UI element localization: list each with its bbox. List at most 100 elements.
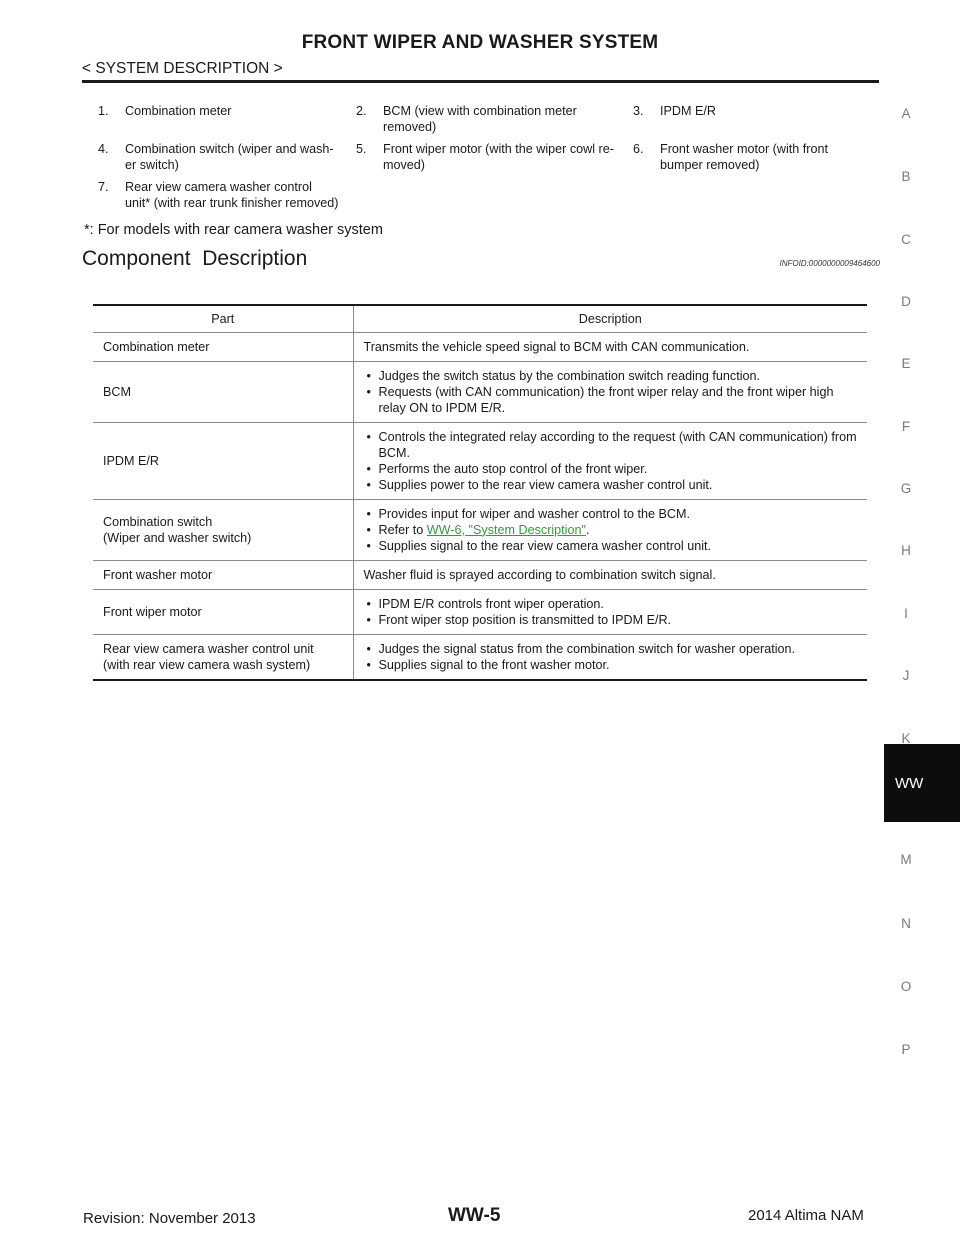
bullet-item: IPDM E/R controls front wiper operation. bbox=[364, 596, 858, 612]
bullet-item: Judges the switch status by the combinat… bbox=[364, 368, 858, 384]
part-name: Combination meter bbox=[103, 339, 210, 354]
bullet-item: Refer to WW-6, "System Description". bbox=[364, 522, 858, 538]
component-table: Part Description Combination meter Trans… bbox=[93, 304, 867, 681]
table-row: Combination switch (Wiper and washer swi… bbox=[93, 499, 867, 561]
index-letter-g[interactable]: G bbox=[900, 481, 912, 496]
legend-item: 5. Front wiper motor (with the wiper cow… bbox=[356, 141, 631, 173]
legend-number: 7. bbox=[98, 180, 109, 194]
bullet-item: Provides input for wiper and washer cont… bbox=[364, 506, 858, 522]
legend-number: 5. bbox=[356, 142, 367, 156]
legend-text: Front wiper motor (with the wiper cowl r… bbox=[383, 142, 614, 172]
description-cell: Washer fluid is sprayed according to com… bbox=[353, 560, 867, 590]
description-cell: Provides input for wiper and washer cont… bbox=[353, 499, 867, 561]
legend-text: IPDM E/R bbox=[660, 104, 716, 118]
part-cell: Front wiper motor bbox=[93, 589, 354, 635]
description-cell: Controls the integrated relay according … bbox=[353, 422, 867, 500]
legend-text: Front washer motor (with front bumper re… bbox=[660, 142, 828, 172]
description-bullets: Controls the integrated relay according … bbox=[364, 429, 858, 493]
legend-item: 4. Combination switch (wiper and wash- e… bbox=[98, 141, 353, 173]
table-row: IPDM E/R Controls the integrated relay a… bbox=[93, 422, 867, 500]
part-cell: Rear view camera washer control unit (wi… bbox=[93, 634, 354, 681]
footer-revision: Revision: November 2013 bbox=[83, 1210, 256, 1227]
link-suffix: . bbox=[585, 522, 590, 537]
description-bullets: Judges the signal status from the combin… bbox=[364, 641, 858, 673]
index-letter-c[interactable]: C bbox=[901, 232, 911, 247]
section-header: < SYSTEM DESCRIPTION > bbox=[82, 60, 283, 77]
legend-number: 3. bbox=[633, 104, 644, 118]
legend-item: 2. BCM (view with combination meter remo… bbox=[356, 103, 631, 135]
table-row: Front washer motor Washer fluid is spray… bbox=[93, 560, 867, 590]
page-title: FRONT WIPER AND WASHER SYSTEM bbox=[301, 32, 659, 53]
description-bullets: Judges the switch status by the combinat… bbox=[364, 368, 858, 416]
legend-number: 6. bbox=[633, 142, 644, 156]
footer-page-number: WW-5 bbox=[448, 1205, 501, 1226]
bullet-item: Front wiper stop position is transmitted… bbox=[364, 612, 858, 628]
legend-text: BCM (view with combination meter removed… bbox=[383, 104, 577, 134]
index-letter-o[interactable]: O bbox=[900, 979, 912, 994]
index-letter-m[interactable]: M bbox=[900, 852, 912, 867]
legend-item: 1. Combination meter bbox=[98, 103, 353, 119]
description-bullets: Provides input for wiper and washer cont… bbox=[364, 506, 858, 554]
part-cell: Combination switch (Wiper and washer swi… bbox=[93, 499, 354, 561]
section-title: Component Description bbox=[82, 247, 308, 270]
table-row: Rear view camera washer control unit (wi… bbox=[93, 634, 867, 681]
legend-number: 4. bbox=[98, 142, 109, 156]
index-letter-h[interactable]: H bbox=[901, 543, 911, 558]
bullet-item: Controls the integrated relay according … bbox=[364, 429, 858, 461]
table-row: Front wiper motor IPDM E/R controls fron… bbox=[93, 589, 867, 635]
bullet-item: Supplies power to the rear view camera w… bbox=[364, 477, 858, 493]
description-cell: IPDM E/R controls front wiper operation.… bbox=[353, 589, 867, 635]
description-bullets: IPDM E/R controls front wiper operation.… bbox=[364, 596, 858, 628]
column-header-description: Description bbox=[353, 304, 867, 333]
part-cell: BCM bbox=[93, 361, 354, 423]
description-cell: Judges the signal status from the combin… bbox=[353, 634, 867, 681]
part-cell: Front washer motor bbox=[93, 560, 354, 590]
system-description-link[interactable]: WW-6, "System Description" bbox=[426, 522, 586, 537]
header-rule bbox=[82, 80, 879, 83]
legend-number: 1. bbox=[98, 104, 109, 118]
index-letter-d[interactable]: D bbox=[901, 294, 911, 309]
part-name: Rear view camera washer control unit (wi… bbox=[103, 641, 314, 672]
table-header-row: Part Description bbox=[93, 304, 867, 333]
footer-model: 2014 Altima NAM bbox=[748, 1207, 864, 1224]
bullet-item: Supplies signal to the front washer moto… bbox=[364, 657, 858, 673]
column-header-part: Part bbox=[93, 304, 354, 333]
description-cell: Transmits the vehicle speed signal to BC… bbox=[353, 332, 867, 362]
index-letter-a[interactable]: A bbox=[901, 106, 911, 121]
index-letter-b[interactable]: B bbox=[901, 169, 911, 184]
part-name: Combination switch (Wiper and washer swi… bbox=[103, 514, 252, 545]
legend-item: 6. Front washer motor (with front bumper… bbox=[633, 141, 880, 173]
info-id: INFOID:0000000009464600 bbox=[779, 259, 880, 268]
legend-item: 7. Rear view camera washer control unit*… bbox=[98, 179, 365, 211]
description-text: Transmits the vehicle speed signal to BC… bbox=[363, 339, 750, 354]
table-row: BCM Judges the switch status by the comb… bbox=[93, 361, 867, 423]
index-tab-ww[interactable]: WW bbox=[884, 744, 960, 822]
part-cell: Combination meter bbox=[93, 332, 354, 362]
bullet-prefix: Refer to bbox=[378, 522, 427, 537]
legend-text: Combination switch (wiper and wash- er s… bbox=[125, 142, 334, 172]
description-text: Washer fluid is sprayed according to com… bbox=[363, 567, 716, 582]
part-name: Front wiper motor bbox=[103, 604, 202, 619]
index-letter-i[interactable]: I bbox=[904, 606, 908, 621]
footnote: *: For models with rear camera washer sy… bbox=[84, 222, 383, 238]
index-letter-f[interactable]: F bbox=[901, 419, 911, 434]
part-name: IPDM E/R bbox=[103, 453, 159, 468]
index-letter-j[interactable]: J bbox=[902, 668, 910, 683]
part-name: Front washer motor bbox=[103, 567, 213, 582]
part-name: BCM bbox=[103, 384, 131, 399]
legend-text: Rear view camera washer control unit* (w… bbox=[125, 180, 339, 210]
bullet-item: Judges the signal status from the combin… bbox=[364, 641, 858, 657]
index-letter-p[interactable]: P bbox=[901, 1042, 911, 1057]
index-letter-k[interactable]: K bbox=[901, 731, 911, 746]
table-row: Combination meter Transmits the vehicle … bbox=[93, 332, 867, 362]
bullet-item: Requests (with CAN communication) the fr… bbox=[364, 384, 858, 416]
legend-item: 3. IPDM E/R bbox=[633, 103, 880, 119]
bullet-item: Performs the auto stop control of the fr… bbox=[364, 461, 858, 477]
legend-text: Combination meter bbox=[125, 104, 232, 118]
index-letter-n[interactable]: N bbox=[901, 916, 911, 931]
index-letter-e[interactable]: E bbox=[901, 356, 911, 371]
legend-number: 2. bbox=[356, 104, 367, 118]
bullet-item: Supplies signal to the rear view camera … bbox=[364, 538, 858, 554]
part-cell: IPDM E/R bbox=[93, 422, 354, 500]
description-cell: Judges the switch status by the combinat… bbox=[353, 361, 867, 423]
